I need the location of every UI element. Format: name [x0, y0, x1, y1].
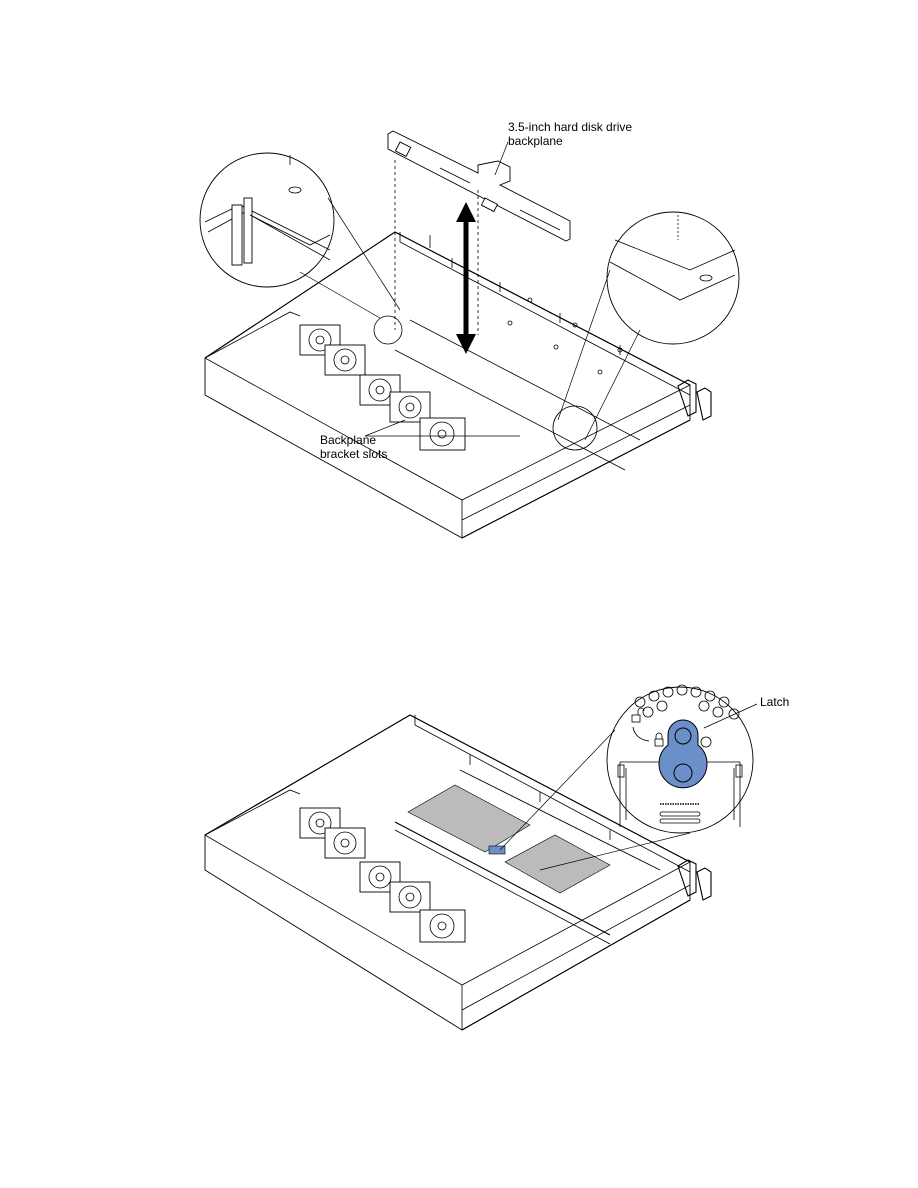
- server-chassis-bottom: [204, 714, 712, 1031]
- vent-mesh: [407, 784, 611, 894]
- backplane-callout: 3.5-inch hard disk drive backplane: [494, 120, 632, 176]
- rotate-arrow-icon: [632, 726, 650, 742]
- detail-magnifier-left: [199, 152, 403, 345]
- latch-icon: [658, 719, 708, 789]
- detail-magnifier-right: [552, 211, 740, 451]
- installed-backplane: [394, 821, 611, 945]
- left-rail-bottom: [204, 789, 301, 836]
- fan-modules-bottom: [299, 807, 466, 943]
- latch-tab: [488, 845, 506, 855]
- unlock-icon: [631, 707, 645, 723]
- bracket-slots-callout-line-2: bracket slots: [320, 447, 387, 461]
- top-figure: 3.5-inch hard disk drive backplane Backp…: [199, 120, 740, 539]
- bracket-slots-callout: Backplane bracket slots: [320, 419, 520, 461]
- latch-callout-label: Latch: [760, 695, 789, 709]
- bottom-figure: Latch: [204, 684, 789, 1031]
- vent-holes: [634, 684, 740, 720]
- bay-marks-top: [507, 297, 623, 375]
- backplane-board: [387, 130, 571, 335]
- lock-icon: [654, 732, 664, 747]
- latch-magnifier: [499, 684, 754, 871]
- left-rail-top: [204, 311, 301, 359]
- latch-callout: Latch: [703, 695, 789, 729]
- backplane-callout-line-1: 3.5-inch hard disk drive: [508, 120, 632, 134]
- server-chassis-top: [204, 231, 712, 539]
- lift-arrow: [456, 202, 476, 354]
- fan-modules-top: [299, 324, 466, 451]
- backplane-callout-line-2: backplane: [508, 134, 563, 148]
- bracket-slots-callout-line-1: Backplane: [320, 433, 376, 447]
